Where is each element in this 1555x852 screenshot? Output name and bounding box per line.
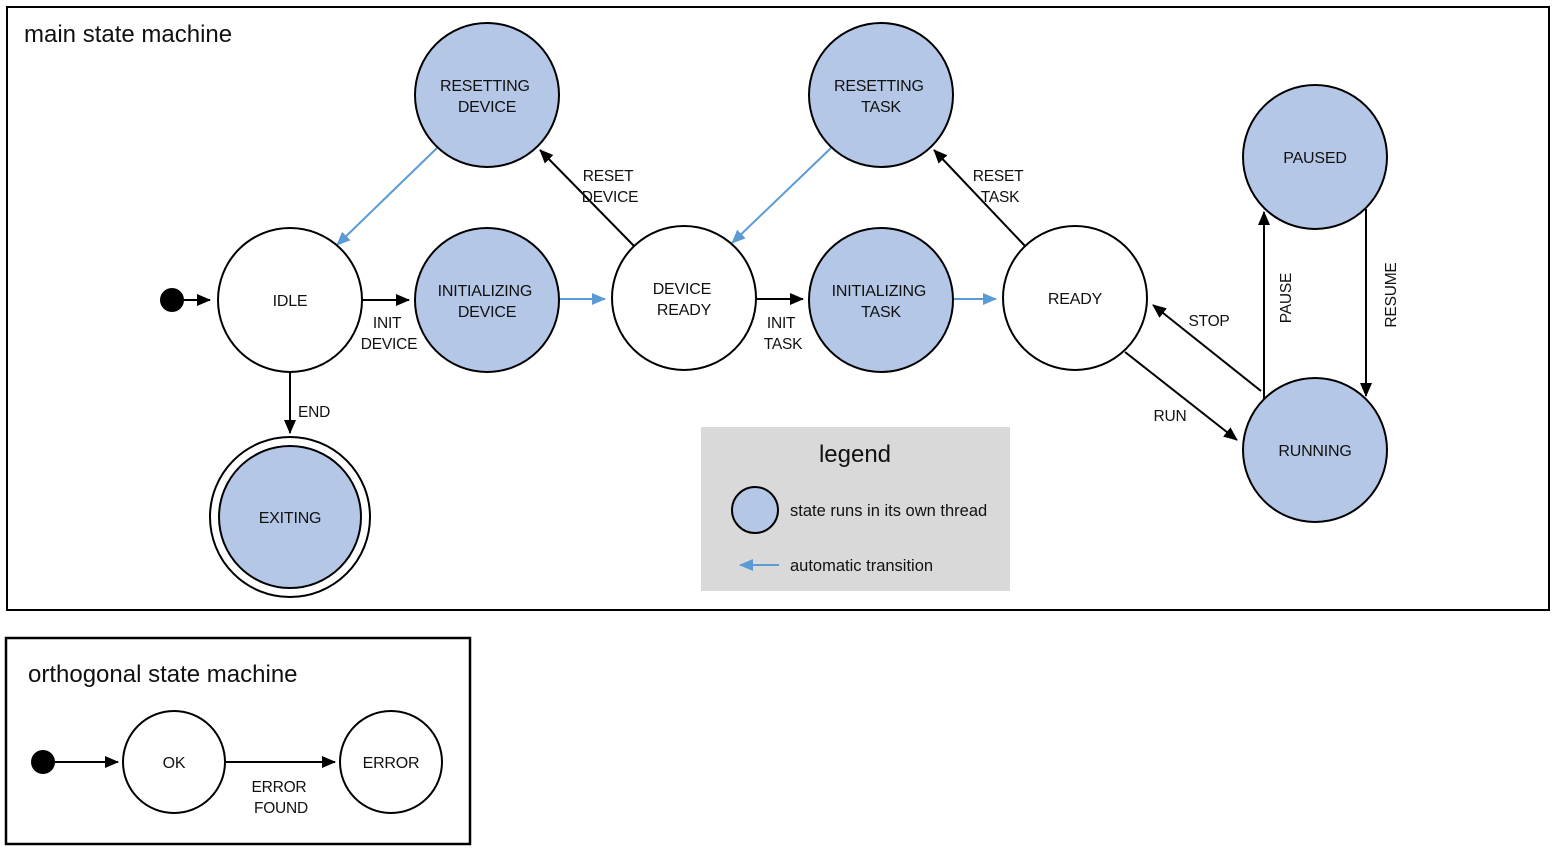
legend-title: legend xyxy=(819,441,891,468)
state-ok-circle xyxy=(122,710,226,814)
orthogonal-initial-state-dot xyxy=(31,750,55,774)
state-exiting-label: EXITING xyxy=(259,510,322,527)
state-device-ready-line1: DEVICE xyxy=(653,281,711,298)
state-initializing-task: INITIALIZING TASK xyxy=(808,227,954,373)
state-idle: IDLE xyxy=(217,227,363,373)
state-initializing-device-line2: DEVICE xyxy=(458,304,516,321)
state-initializing-device-label: INITIALIZING DEVICE xyxy=(438,283,537,321)
state-ok-label: OK xyxy=(163,755,186,772)
state-device-ready-line2: READY xyxy=(657,302,712,319)
label-resume: RESUME xyxy=(1383,262,1400,327)
label-reset-task-line1: RESET xyxy=(973,168,1024,185)
state-resetting-task-line2: TASK xyxy=(861,99,901,116)
legend-thread-state-icon xyxy=(731,486,779,534)
state-running-label: RUNNING xyxy=(1278,443,1351,460)
state-idle-label: IDLE xyxy=(273,293,308,310)
state-initializing-device: INITIALIZING DEVICE xyxy=(414,227,560,373)
edge-auto-resetdev-to-idle xyxy=(336,147,438,246)
label-error-found-line1: ERROR xyxy=(251,779,306,796)
edge-auto-resettask-to-devready xyxy=(731,147,832,244)
state-resetting-device-line2: DEVICE xyxy=(458,99,516,116)
label-reset-device-line1: RESET xyxy=(583,168,634,185)
state-resetting-task-label: RESETTING TASK xyxy=(834,78,928,116)
legend-auto-label: automatic transition xyxy=(790,557,933,575)
state-exiting-final: EXITING xyxy=(209,436,371,598)
state-device-ready: DEVICE READY xyxy=(611,225,757,371)
label-reset-device-line2: DEVICE xyxy=(582,189,639,206)
label-init-task: INIT TASK xyxy=(764,315,803,353)
state-error-circle xyxy=(339,710,443,814)
state-running-circle xyxy=(1242,377,1388,523)
legend: legend state runs in its own thread auto… xyxy=(701,427,1010,591)
state-error-label: ERROR xyxy=(363,755,420,772)
state-ready: READY xyxy=(1002,225,1148,371)
label-stop: STOP xyxy=(1188,313,1229,330)
state-paused-label: PAUSED xyxy=(1283,150,1346,167)
state-initializing-device-line1: INITIALIZING xyxy=(438,283,533,300)
state-resetting-device: RESETTING DEVICE xyxy=(414,22,560,168)
state-initializing-task-label: INITIALIZING TASK xyxy=(832,283,931,321)
label-error-found-line2: FOUND xyxy=(254,800,308,817)
orthogonal-title: orthogonal state machine xyxy=(28,661,298,688)
state-resetting-task-line1: RESETTING xyxy=(834,78,924,95)
main-title: main state machine xyxy=(24,21,232,48)
label-init-task-line2: TASK xyxy=(764,336,803,353)
state-paused-circle xyxy=(1242,84,1388,230)
state-ready-label: READY xyxy=(1048,291,1103,308)
label-run: RUN xyxy=(1154,408,1187,425)
state-resetting-task: RESETTING TASK xyxy=(808,22,954,168)
state-resetting-device-line1: RESETTING xyxy=(440,78,530,95)
state-ready-circle xyxy=(1002,225,1148,371)
state-exiting-circle xyxy=(218,445,362,589)
label-reset-task: RESET TASK xyxy=(973,168,1028,206)
main-frame xyxy=(6,6,1550,611)
state-paused: PAUSED xyxy=(1242,84,1388,230)
edge-reset-task xyxy=(933,149,1026,247)
state-device-ready-circle xyxy=(611,225,757,371)
label-end: END xyxy=(298,404,330,421)
orthogonal-state-machine: orthogonal state machine ERROR FOUND OK … xyxy=(4,636,472,846)
state-initializing-task-line1: INITIALIZING xyxy=(832,283,927,300)
state-device-ready-label: DEVICE READY xyxy=(653,281,716,319)
state-resetting-device-circle xyxy=(414,22,560,168)
state-initializing-task-line2: TASK xyxy=(861,304,901,321)
edge-run xyxy=(1124,351,1238,441)
label-reset-device: RESET DEVICE xyxy=(582,168,639,206)
state-initializing-task-circle xyxy=(808,227,954,373)
label-error-found: ERROR FOUND xyxy=(251,779,310,817)
orthogonal-frame xyxy=(4,636,472,846)
label-init-device-line2: DEVICE xyxy=(361,336,418,353)
initial-state-dot xyxy=(160,288,184,312)
state-resetting-task-circle xyxy=(808,22,954,168)
state-error: ERROR xyxy=(339,710,443,814)
state-initializing-device-circle xyxy=(414,227,560,373)
label-pause: PAUSE xyxy=(1278,273,1295,323)
state-running: RUNNING xyxy=(1242,377,1388,523)
label-reset-task-line2: TASK xyxy=(981,189,1020,206)
edge-stop xyxy=(1152,304,1262,392)
label-init-device-line1: INIT xyxy=(373,315,402,332)
state-idle-circle xyxy=(217,227,363,373)
legend-thread-label: state runs in its own thread xyxy=(790,502,987,520)
state-resetting-device-label: RESETTING DEVICE xyxy=(440,78,534,116)
main-state-machine: main state machine INIT DEVICE INIT TASK… xyxy=(6,6,1550,611)
label-init-task-line1: INIT xyxy=(767,315,796,332)
edge-reset-device xyxy=(539,149,635,247)
label-init-device: INIT DEVICE xyxy=(361,315,418,353)
state-ok: OK xyxy=(122,710,226,814)
